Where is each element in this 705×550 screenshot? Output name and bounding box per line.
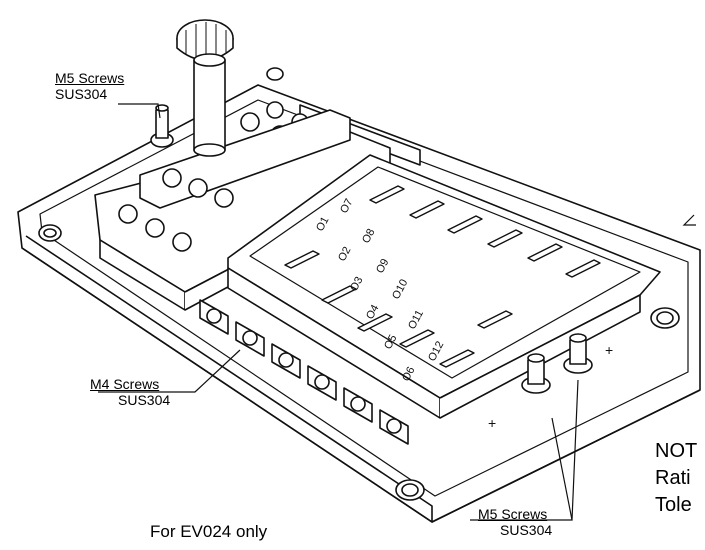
leader-lines xyxy=(98,103,696,521)
note-line: NOT xyxy=(655,440,698,462)
callout-material: SUS304 xyxy=(118,392,171,408)
note-line: Rati xyxy=(655,467,691,489)
callout-title: M5 Screws xyxy=(55,70,125,86)
callout-material: SUS304 xyxy=(500,522,553,538)
svg-text:+: + xyxy=(605,342,613,358)
stud-post xyxy=(193,59,226,151)
footer-note: For EV024 only xyxy=(150,522,268,541)
svg-text:+: + xyxy=(488,415,496,431)
fuse-slots xyxy=(284,185,601,368)
callout-title: M4 Screws xyxy=(90,376,160,392)
m5-screws-callout-top: M5 Screws SUS304 xyxy=(55,70,124,102)
callout-title: M5 Screws xyxy=(478,506,548,522)
front-terminals xyxy=(199,299,409,445)
m5-studs-right xyxy=(521,333,593,394)
bus-bar-screws xyxy=(118,168,234,252)
notes-block: NOT Rati Tole xyxy=(655,438,697,519)
mounting-hole xyxy=(266,67,284,81)
m4-screws-callout: M4 Screws SUS304 xyxy=(90,376,170,408)
m5-screws-callout-bottom: M5 Screws SUS304 xyxy=(478,506,552,538)
callout-material: SUS304 xyxy=(55,86,108,102)
note-line: Tole xyxy=(655,494,692,516)
